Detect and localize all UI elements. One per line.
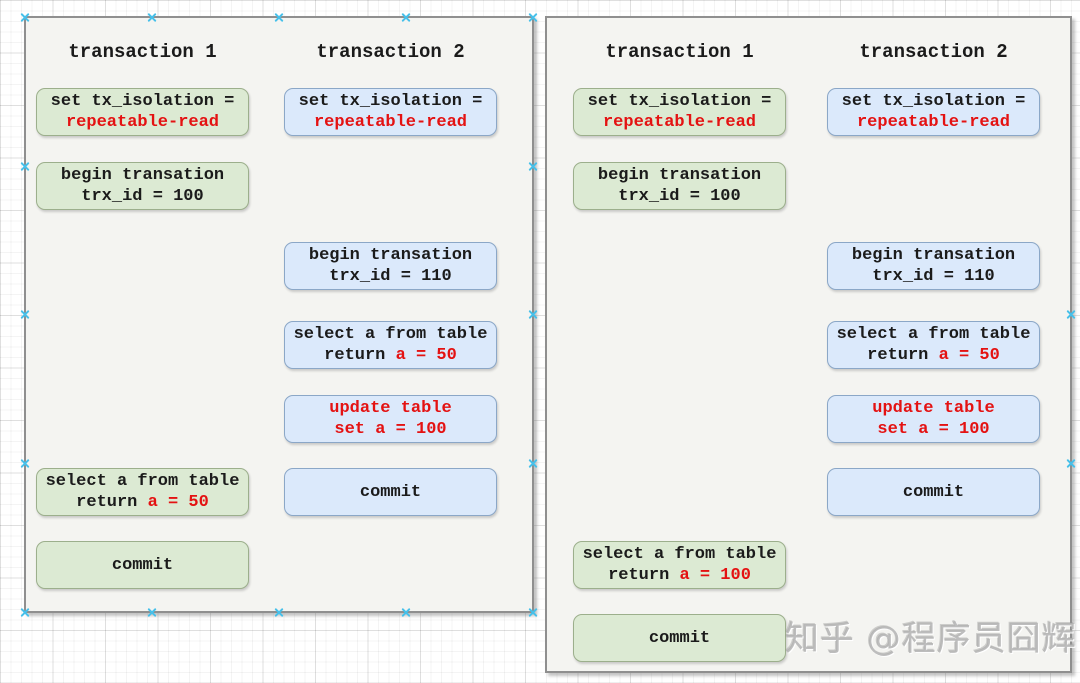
box-text-line: commit: [111, 555, 174, 575]
box-text-line: set tx_isolation =: [841, 92, 1026, 111]
selection-handle-icon[interactable]: [528, 161, 539, 172]
label-left-transaction-2[interactable]: transaction 2: [316, 41, 465, 63]
box-text-line: repeatable-read: [602, 113, 757, 132]
box-text-line: update table: [872, 399, 995, 418]
box-text-line: return a = 100: [608, 566, 751, 585]
box-text-line: trx_id = 110: [329, 267, 452, 286]
selection-handle-icon[interactable]: [274, 12, 285, 23]
label-left-transaction-1[interactable]: transaction 1: [68, 41, 217, 63]
selection-handle-icon[interactable]: [528, 607, 539, 618]
node-left-t1-select[interactable]: select a from table return a = 50: [36, 468, 249, 516]
node-left-t1-set-isolation[interactable]: set tx_isolation = repeatable-read: [36, 88, 249, 136]
box-text-line: select a from table: [582, 545, 777, 564]
node-right-t1-begin[interactable]: begin transation trx_id = 100: [573, 162, 786, 210]
box-text-line: trx_id = 100: [618, 187, 741, 206]
box-text-line: set tx_isolation =: [587, 92, 772, 111]
selection-handle-icon[interactable]: [1066, 458, 1077, 469]
box-text-line: set tx_isolation =: [298, 92, 483, 111]
node-left-t2-update[interactable]: update table set a = 100: [284, 395, 497, 443]
box-text-line: commit: [359, 482, 422, 502]
selection-handle-icon[interactable]: [1066, 309, 1077, 320]
selection-handle-icon[interactable]: [528, 458, 539, 469]
box-text-line: begin transation: [597, 166, 762, 185]
box-text-line: set a = 100: [334, 420, 447, 439]
selection-handle-icon[interactable]: [401, 12, 412, 23]
selection-handle-icon[interactable]: [147, 12, 158, 23]
selection-handle-icon[interactable]: [274, 607, 285, 618]
box-text-line: return a = 50: [867, 346, 1000, 365]
node-left-t1-begin[interactable]: begin transation trx_id = 100: [36, 162, 249, 210]
panel-left-repeatable-read-case1[interactable]: transaction 1 transaction 2 set tx_isola…: [24, 16, 534, 613]
node-left-t2-select[interactable]: select a from table return a = 50: [284, 321, 497, 369]
selection-handle-icon[interactable]: [20, 161, 31, 172]
node-left-t2-set-isolation[interactable]: set tx_isolation = repeatable-read: [284, 88, 497, 136]
box-text-line: commit: [902, 482, 965, 502]
node-left-t2-begin[interactable]: begin transation trx_id = 110: [284, 242, 497, 290]
box-text-line: begin transation: [60, 166, 225, 185]
node-right-t2-select[interactable]: select a from table return a = 50: [827, 321, 1040, 369]
selection-handle-icon[interactable]: [528, 309, 539, 320]
box-text-line: return a = 50: [324, 346, 457, 365]
node-right-t2-commit[interactable]: commit: [827, 468, 1040, 516]
selection-handle-icon[interactable]: [401, 607, 412, 618]
box-text-line: set tx_isolation =: [50, 92, 235, 111]
node-left-t1-commit[interactable]: commit: [36, 541, 249, 589]
label-right-transaction-2[interactable]: transaction 2: [859, 41, 1008, 63]
label-right-transaction-1[interactable]: transaction 1: [605, 41, 754, 63]
box-text-line: begin transation: [308, 246, 473, 265]
node-right-t1-select[interactable]: select a from table return a = 100: [573, 541, 786, 589]
box-text-line: update table: [329, 399, 452, 418]
panel-right-repeatable-read-case2[interactable]: transaction 1 transaction 2 set tx_isola…: [545, 16, 1072, 673]
box-text-line: trx_id = 100: [81, 187, 204, 206]
box-text-line: set a = 100: [877, 420, 990, 439]
selection-handle-icon[interactable]: [147, 607, 158, 618]
box-text-line: commit: [648, 628, 711, 648]
box-text-line: select a from table: [836, 325, 1031, 344]
node-right-t2-begin[interactable]: begin transation trx_id = 110: [827, 242, 1040, 290]
box-text-line: repeatable-read: [856, 113, 1011, 132]
box-text-line: repeatable-read: [65, 113, 220, 132]
selection-handle-icon[interactable]: [20, 458, 31, 469]
selection-handle-icon[interactable]: [20, 12, 31, 23]
box-text-line: begin transation: [851, 246, 1016, 265]
node-right-t1-set-isolation[interactable]: set tx_isolation = repeatable-read: [573, 88, 786, 136]
node-right-t2-update[interactable]: update table set a = 100: [827, 395, 1040, 443]
box-text-line: select a from table: [293, 325, 488, 344]
box-text-line: trx_id = 110: [872, 267, 995, 286]
node-right-t2-set-isolation[interactable]: set tx_isolation = repeatable-read: [827, 88, 1040, 136]
watermark-zhihu: 知乎 @程序员囧辉: [785, 619, 1077, 659]
box-text-line: select a from table: [45, 472, 240, 491]
node-left-t2-commit[interactable]: commit: [284, 468, 497, 516]
selection-handle-icon[interactable]: [528, 12, 539, 23]
box-text-line: repeatable-read: [313, 113, 468, 132]
node-right-t1-commit[interactable]: commit: [573, 614, 786, 662]
selection-handle-icon[interactable]: [20, 607, 31, 618]
selection-handle-icon[interactable]: [20, 309, 31, 320]
box-text-line: return a = 50: [76, 493, 209, 512]
